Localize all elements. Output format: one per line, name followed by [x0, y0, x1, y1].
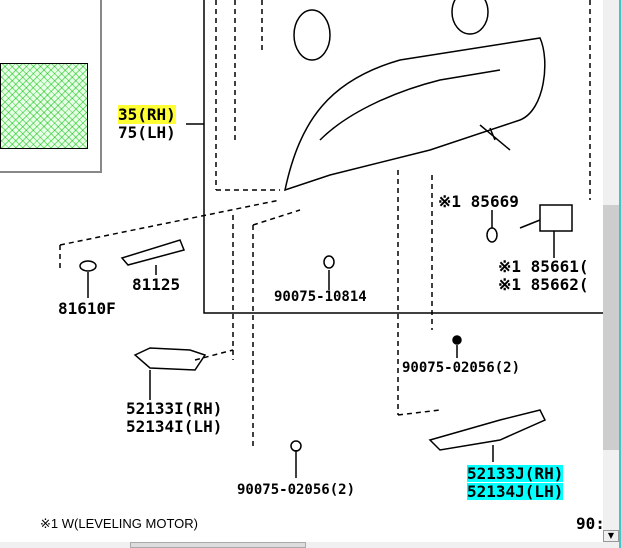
footnote: ※1 W(LEVELING MOTOR) [40, 516, 199, 531]
part-label-52134j[interactable]: 52134J(LH) [467, 482, 564, 501]
part-label-lh[interactable]: 75(LH) [118, 123, 176, 142]
overview-thumbnail[interactable] [0, 0, 102, 173]
part-label-85661[interactable]: ※1 85661( [498, 257, 589, 276]
part-label-90075-02056-a[interactable]: 90075-02056(2) [402, 360, 521, 376]
part-label-90075-10814[interactable]: 90075-10814 [274, 289, 367, 305]
scroll-down-arrow-icon[interactable]: ▼ [603, 530, 619, 542]
label-text: 35(RH) [118, 105, 176, 124]
part-label-81610f[interactable]: 81610F [58, 299, 116, 318]
window-edge [619, 0, 621, 548]
part-label-52133j[interactable]: 52133J(RH) [467, 464, 564, 483]
highlighted-region [0, 63, 88, 149]
horizontal-scroll-thumb[interactable] [130, 542, 306, 548]
vertical-scroll-thumb[interactable] [603, 205, 619, 450]
part-label-90075-02056-b[interactable]: 90075-02056(2) [237, 482, 356, 498]
parts-drawing [59, 0, 603, 478]
part-label-85669[interactable]: ※1 85669 [438, 192, 519, 211]
part-label-52133i[interactable]: 52133I(RH) [126, 399, 223, 418]
part-label-81125[interactable]: 81125 [132, 275, 181, 294]
part-label-rh[interactable]: 35(RH) [118, 105, 176, 124]
part-label-partial[interactable]: 90: [576, 514, 605, 533]
part-label-52134i[interactable]: 52134I(LH) [126, 417, 223, 436]
part-label-85662[interactable]: ※1 85662( [498, 275, 589, 294]
